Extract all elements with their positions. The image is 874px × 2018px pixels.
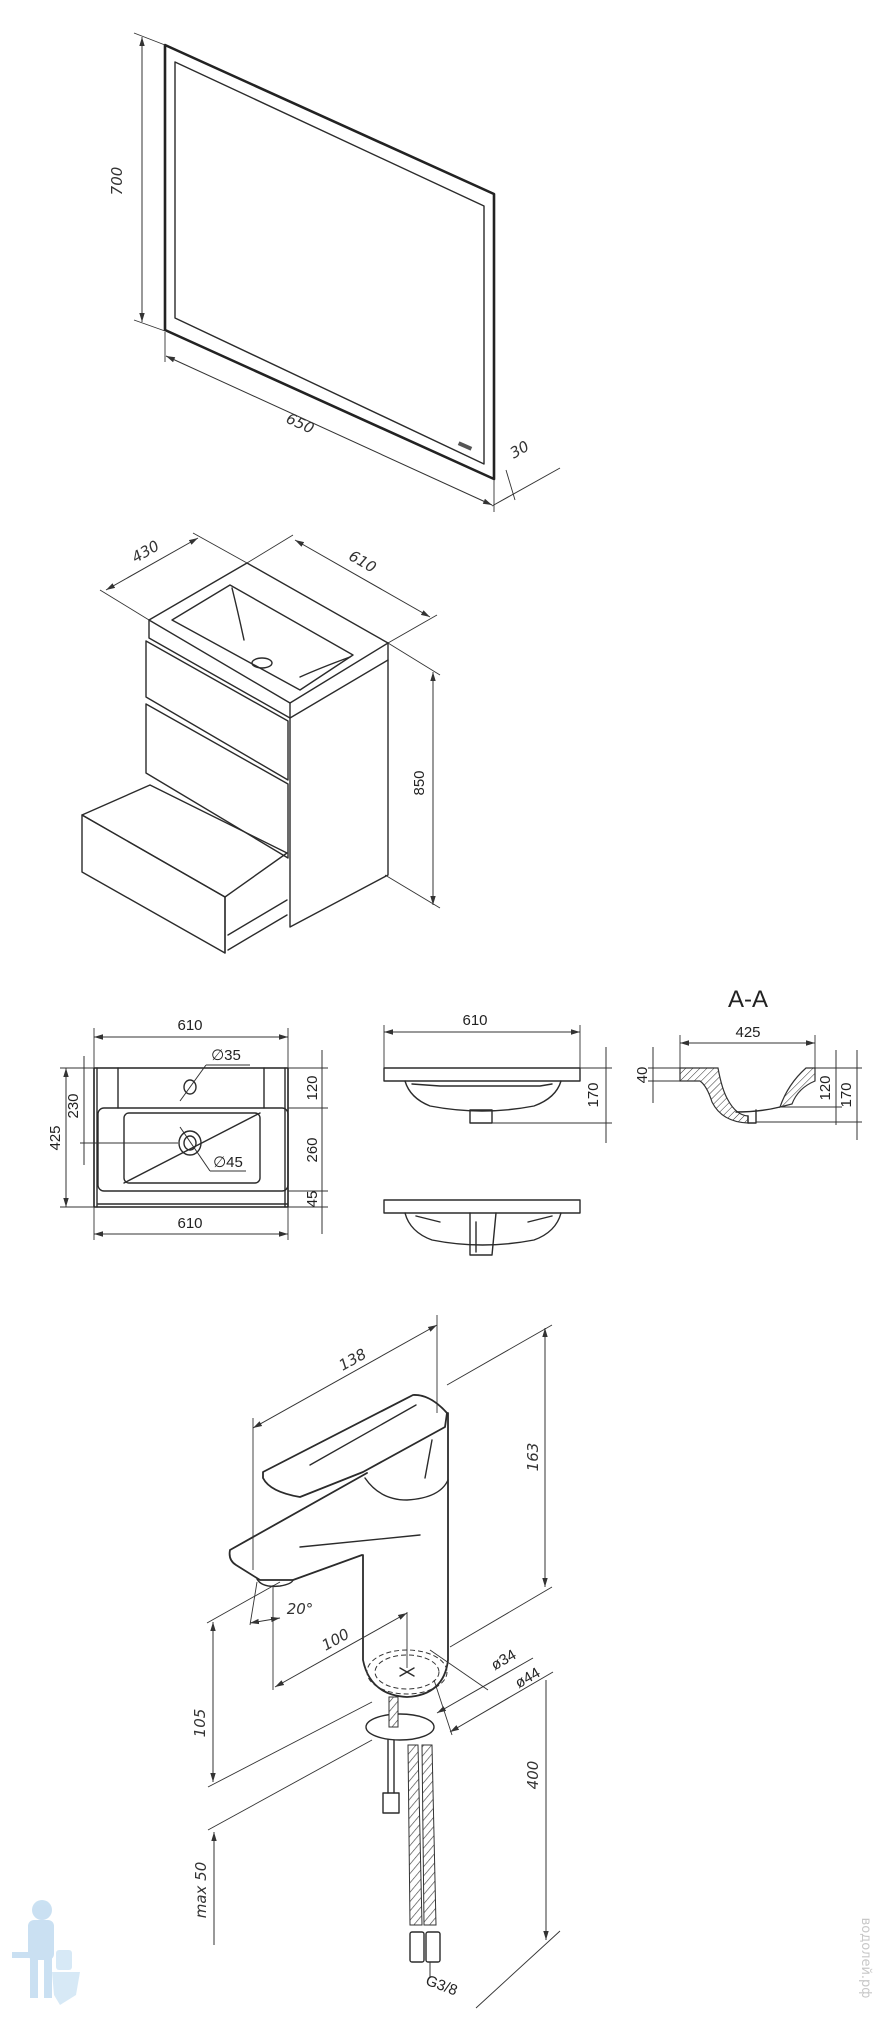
cabinet-height-label: 850 bbox=[411, 770, 428, 795]
faucet-length-label: 138 bbox=[336, 1345, 370, 1375]
bowl-depth-label: 120 bbox=[817, 1075, 834, 1100]
basin-width-bottom-label: 610 bbox=[177, 1215, 202, 1232]
front-width-label: 610 bbox=[462, 1012, 487, 1029]
spout-angle-label: 20° bbox=[287, 1600, 314, 1618]
basin-bowl-bottom bbox=[123, 1112, 261, 1184]
faucet-reach-dimension bbox=[274, 1612, 408, 1688]
mirror-width-dimension bbox=[165, 355, 493, 506]
drain-hole bbox=[251, 657, 273, 669]
rim-label: 40 bbox=[634, 1067, 651, 1084]
front-height-label: 170 bbox=[585, 1082, 602, 1107]
mounting-washer bbox=[365, 1713, 435, 1741]
section-width-label: 425 bbox=[735, 1024, 760, 1041]
cabinet-depth-label: 430 bbox=[129, 537, 163, 567]
mirror-height-label: 700 bbox=[108, 167, 126, 196]
bowl-depth-label: 260 bbox=[304, 1137, 321, 1162]
section-right-wall bbox=[779, 1067, 816, 1108]
cabinet-depth-dimension bbox=[105, 537, 199, 591]
mirror-logo bbox=[457, 441, 473, 451]
basin-width-top-label: 610 bbox=[177, 1017, 202, 1034]
base-d1-dimension bbox=[436, 1657, 534, 1714]
spout-height-label: 105 bbox=[191, 1709, 209, 1738]
basin-bowl bbox=[171, 584, 354, 691]
stud-nut bbox=[382, 1792, 400, 1814]
hose-nut bbox=[409, 1931, 425, 1963]
front-depth-label: 45 bbox=[304, 1191, 321, 1208]
base-d2-dimension bbox=[449, 1671, 554, 1733]
faucet-length-dimension bbox=[252, 1324, 438, 1429]
basin-outline bbox=[93, 1067, 289, 1208]
section-height-label: 170 bbox=[838, 1082, 855, 1107]
cabinet-side bbox=[289, 659, 389, 928]
drawer-top bbox=[145, 640, 289, 781]
faucet-lever bbox=[262, 1394, 448, 1498]
cabinet-drawing: 430 610 850 bbox=[81, 532, 441, 954]
section-left-wall bbox=[679, 1067, 749, 1124]
thread-label: G3/8 bbox=[423, 1972, 459, 1999]
deck-thickness-label: max 50 bbox=[192, 1862, 210, 1919]
faucet-body bbox=[362, 1412, 449, 1698]
mirror-width-label: 650 bbox=[283, 409, 317, 437]
faucet-height-label: 163 bbox=[524, 1443, 542, 1472]
hose-hot bbox=[421, 1744, 437, 1926]
mounting-stud bbox=[388, 1696, 399, 1728]
faucet-reach-label: 100 bbox=[319, 1625, 353, 1655]
hose-length-label: 400 bbox=[524, 1761, 542, 1790]
faucet-drawing: G3/8 138 163 100 20° 105 max 50 ø34 ø44 … bbox=[191, 1315, 561, 2009]
basin-front-view: 610 170 bbox=[383, 1012, 612, 1143]
drawer-middle bbox=[145, 703, 289, 859]
plumber-mascot-watermark bbox=[12, 1900, 80, 2005]
mirror-depth-dimension bbox=[491, 467, 561, 507]
mirror-depth-label: 30 bbox=[507, 437, 533, 462]
tap-hole bbox=[183, 1079, 197, 1095]
hose-cold bbox=[407, 1744, 423, 1926]
cabinet-width-dimension bbox=[294, 539, 431, 618]
drawer-open-front bbox=[81, 814, 226, 954]
site-watermark: водолей.рф bbox=[858, 1918, 873, 1999]
mirror-frame bbox=[163, 43, 496, 481]
mirror-drawing: 700 650 30 bbox=[108, 32, 561, 512]
spout-angle-dimension bbox=[249, 1616, 281, 1625]
drain-offset-label: 230 bbox=[65, 1093, 82, 1118]
rear-depth-label: 120 bbox=[304, 1075, 321, 1100]
tap-hole-label: ∅35 bbox=[211, 1047, 241, 1064]
basin-bowl-rim bbox=[97, 1107, 289, 1192]
faucet-spout bbox=[228, 1472, 368, 1581]
section-aa-view: A-A 425 40 120 170 bbox=[634, 986, 862, 1140]
drain-hole bbox=[178, 1130, 202, 1156]
basin-bottom-view bbox=[383, 1199, 581, 1256]
drain-hole-label: ∅45 bbox=[213, 1154, 243, 1171]
section-title: A-A bbox=[728, 986, 768, 1013]
basin-depth-label: 425 bbox=[47, 1125, 64, 1150]
basin-plan-view: ∅35 ∅45 610 610 425 230 120 260 45 bbox=[47, 1017, 328, 1240]
base-d1-label: ø34 bbox=[488, 1646, 519, 1674]
base-d2-label: ø44 bbox=[512, 1664, 543, 1692]
drawer-open-box bbox=[81, 784, 288, 898]
